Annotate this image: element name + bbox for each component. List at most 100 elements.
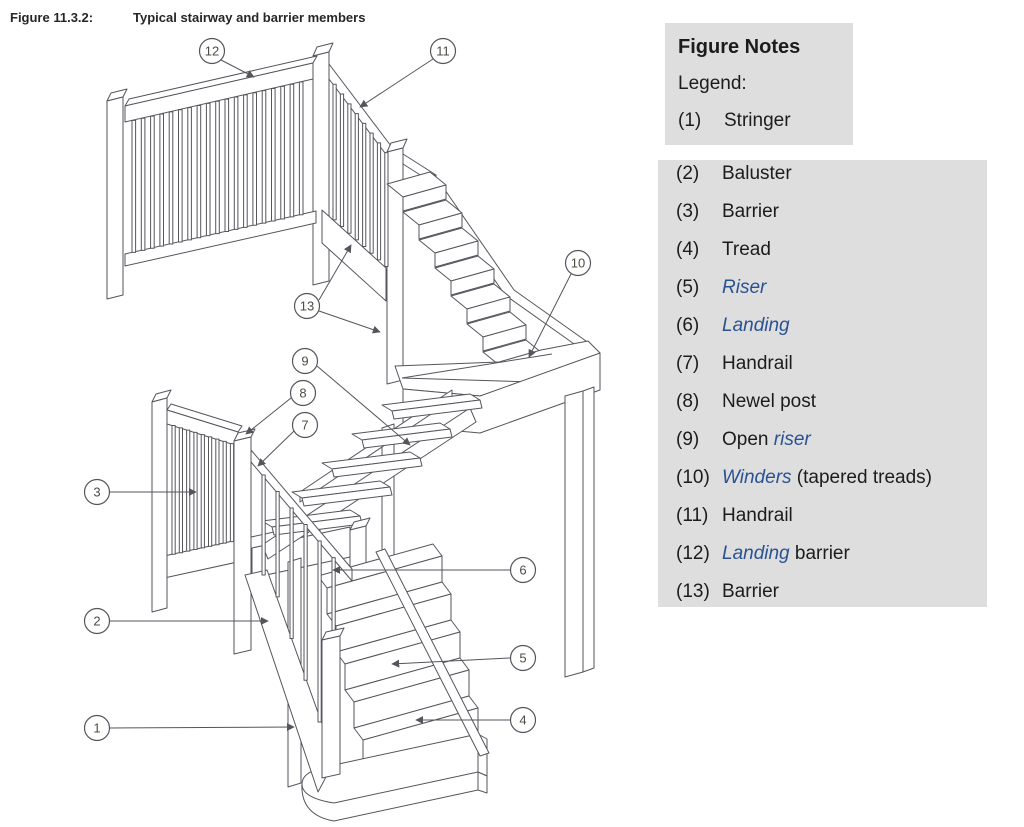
callout-circle bbox=[564, 249, 592, 277]
callout-leader-line bbox=[528, 273, 572, 358]
legend-item-label: Handrail bbox=[722, 506, 793, 526]
legend-item-text: Baluster bbox=[722, 163, 792, 184]
callout-number: 1 bbox=[93, 721, 100, 736]
figure-caption: Typical stairway and barrier members bbox=[133, 10, 366, 25]
legend-item-5: (5) Riser bbox=[676, 278, 987, 298]
callout-number: 11 bbox=[436, 44, 450, 59]
legend-item-number: (6) bbox=[676, 315, 700, 336]
legend-item-number: (11) bbox=[676, 505, 709, 526]
defined-term-link[interactable]: Landing bbox=[722, 543, 790, 564]
legend-item-number: (4) bbox=[676, 239, 700, 260]
legend-items-box: (2)Baluster (3) Barrier (4) Tread (5) Riser (6)… bbox=[658, 160, 987, 607]
defined-term-link[interactable]: Winders bbox=[722, 467, 792, 488]
callout-1: 1 bbox=[83, 714, 295, 742]
legend-item-number: (5) bbox=[676, 277, 700, 298]
legend-item-text: Stringer bbox=[724, 110, 791, 131]
legend-item-label: Landing barrier bbox=[722, 544, 850, 564]
legend-subheading: Legend: bbox=[678, 73, 747, 94]
callout-number: 2 bbox=[93, 614, 100, 629]
legend-item-text: Barrier bbox=[722, 581, 780, 602]
callout-number: 13 bbox=[300, 299, 314, 314]
legend-item-2: (2)Baluster bbox=[676, 164, 987, 184]
callout-4: 4 bbox=[415, 706, 537, 734]
callout-leader-line bbox=[245, 397, 292, 435]
callout-leader-line bbox=[109, 723, 295, 732]
callout-13: 13 bbox=[293, 244, 381, 334]
callout-circle bbox=[83, 607, 111, 635]
callout-number: 12 bbox=[205, 44, 219, 59]
callout-circle bbox=[291, 347, 319, 375]
callout-circle bbox=[509, 644, 537, 672]
legend-item-text: Open bbox=[722, 429, 774, 450]
defined-term-link[interactable]: riser bbox=[773, 429, 811, 450]
legend-item-text: (tapered treads) bbox=[791, 467, 932, 488]
legend-item-11: (11) Handrail bbox=[676, 506, 987, 526]
legend-item-label: Tread bbox=[722, 240, 771, 260]
callout-number: 5 bbox=[519, 651, 526, 666]
figure-number: Figure 11.3.2: bbox=[10, 10, 94, 25]
callout-6: 6 bbox=[332, 556, 537, 584]
legend-item-number: (7) bbox=[676, 353, 700, 374]
callout-circle bbox=[429, 37, 457, 65]
legend-item-text: barrier bbox=[789, 543, 850, 564]
legend-item-number: (8) bbox=[676, 391, 700, 412]
legend-item-text: Barrier bbox=[722, 201, 780, 222]
callout-number: 7 bbox=[301, 418, 308, 433]
callout-leader-line bbox=[220, 59, 255, 78]
legend-item-label: Barrier bbox=[722, 202, 779, 222]
callout-circle bbox=[509, 706, 537, 734]
callout-9: 9 bbox=[291, 347, 411, 446]
figure-title: Figure 11.3.2: Typical stairway and barr… bbox=[10, 10, 365, 25]
legend-item-label: Winders (tapered treads) bbox=[722, 468, 932, 488]
legend-item-number: (13) bbox=[676, 581, 710, 602]
callout-5: 5 bbox=[391, 644, 537, 672]
callout-8: 8 bbox=[245, 379, 317, 435]
callout-leader-line bbox=[318, 244, 352, 301]
upper-flight-steps bbox=[386, 171, 543, 380]
callout-7: 7 bbox=[257, 411, 319, 467]
legend-item-6: (6) Landing bbox=[676, 316, 987, 336]
legend-item-number: (10) bbox=[676, 467, 710, 488]
legend-item-13: (13) Barrier bbox=[676, 582, 987, 602]
callout-circle bbox=[83, 478, 111, 506]
callout-circle bbox=[289, 379, 317, 407]
defined-term-link[interactable]: Riser bbox=[722, 277, 767, 298]
legend-item-9: (9)Open riser bbox=[676, 430, 987, 450]
callout-leader-line bbox=[257, 430, 295, 467]
legend-item-label: Open riser bbox=[722, 430, 811, 450]
callout-number: 8 bbox=[299, 386, 306, 401]
legend-item-8: (8) Newel post bbox=[676, 392, 987, 412]
callout-leader-line bbox=[391, 657, 511, 668]
defined-term-link[interactable]: Landing bbox=[722, 315, 790, 336]
legend-item-10: (10) Winders (tapered treads) bbox=[676, 468, 987, 488]
legend-item-text: Handrail bbox=[722, 505, 793, 526]
legend-item-text: Newel post bbox=[722, 391, 816, 412]
legend-item-3: (3) Barrier bbox=[676, 202, 987, 222]
callout-circle bbox=[293, 292, 321, 320]
legend-item-1: (1)Stringer bbox=[678, 111, 853, 131]
callout-number: 3 bbox=[93, 485, 100, 500]
legend-item-4: (4) Tread bbox=[676, 240, 987, 260]
middle-flight-open-risers bbox=[261, 389, 483, 627]
callout-circle bbox=[198, 37, 226, 65]
legend-item-label: Riser bbox=[722, 278, 766, 298]
callout-number: 10 bbox=[571, 256, 585, 271]
legend-item-7: (7)Handrail bbox=[676, 354, 987, 374]
legend-item-text: Tread bbox=[722, 239, 771, 260]
landing-barrier-top bbox=[106, 42, 334, 300]
callout-11: 11 bbox=[359, 37, 457, 108]
callout-number: 6 bbox=[519, 563, 526, 578]
legend-item-12: (12) Landing barrier bbox=[676, 544, 987, 564]
callout-circle bbox=[291, 411, 319, 439]
legend-item-number: (3) bbox=[676, 201, 700, 222]
callout-circle bbox=[509, 556, 537, 584]
callout-leader-line bbox=[359, 58, 434, 108]
legend-item-label: Newel post bbox=[722, 392, 816, 412]
winder-platform bbox=[381, 340, 601, 678]
callout-3: 3 bbox=[83, 478, 197, 506]
legend-item-number: (12) bbox=[676, 543, 710, 564]
legend-item-label: Baluster bbox=[722, 164, 792, 184]
